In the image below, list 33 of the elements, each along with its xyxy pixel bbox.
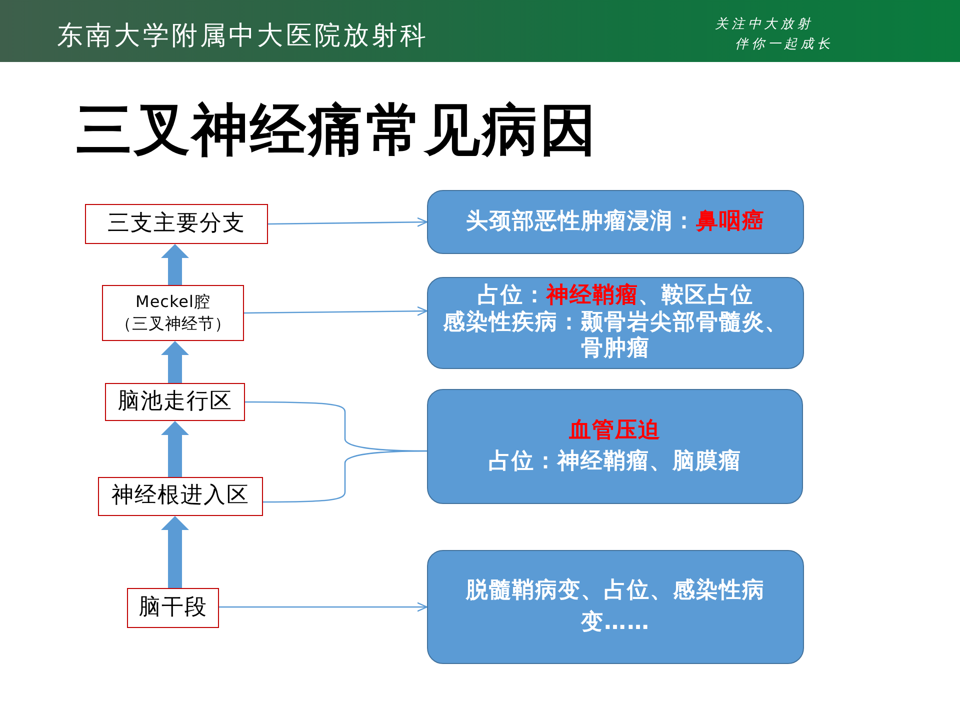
label-box bbox=[105, 383, 245, 421]
label-box bbox=[98, 477, 263, 516]
label-text: （三叉神经节） bbox=[115, 313, 231, 335]
slogan-text: 伴你一起成长 bbox=[735, 38, 834, 53]
brace-line bbox=[263, 450, 427, 503]
cause-text: 脱髓鞘病变、占位、感染性病变…… bbox=[464, 576, 766, 637]
block-arrow bbox=[161, 341, 189, 383]
slogan-text: 关注中大放射 bbox=[715, 18, 814, 33]
cause-text: 占位：神经鞘瘤、脑膜瘤 bbox=[488, 448, 742, 476]
arrow bbox=[244, 306, 428, 316]
cause-text: 血管压迫 bbox=[569, 416, 661, 445]
block-arrow bbox=[161, 516, 189, 588]
cause-text: 头颈部恶性肿瘤浸润：鼻咽癌 bbox=[466, 208, 765, 236]
block-arrow bbox=[161, 244, 189, 285]
label-text: Meckel腔 bbox=[136, 291, 210, 313]
label-text: 神经根进入区 bbox=[112, 483, 250, 510]
arrow bbox=[219, 602, 428, 612]
block-arrow bbox=[161, 421, 189, 477]
rounded-box bbox=[427, 277, 804, 369]
arrow bbox=[268, 217, 428, 227]
label-box bbox=[127, 588, 219, 628]
rounded-box bbox=[427, 389, 803, 504]
rounded-box bbox=[427, 190, 804, 254]
label-box bbox=[102, 285, 244, 341]
rounded-box bbox=[427, 550, 804, 664]
cause-text: 感染性疾病：颞骨岩尖部骨髓炎、骨肿瘤 bbox=[442, 310, 789, 364]
label-text: 脑干段 bbox=[138, 594, 208, 622]
slide-title: 三叉神经痛常见病因 bbox=[76, 100, 598, 162]
label-text: 脑池走行区 bbox=[118, 388, 232, 416]
label-box bbox=[85, 204, 268, 244]
label-text: 三支主要分支 bbox=[108, 210, 246, 238]
header-text: 东南大学附属中大医院放射科 bbox=[57, 21, 429, 51]
cause-text: 占位：神经鞘瘤、鞍区占位 bbox=[478, 282, 754, 310]
